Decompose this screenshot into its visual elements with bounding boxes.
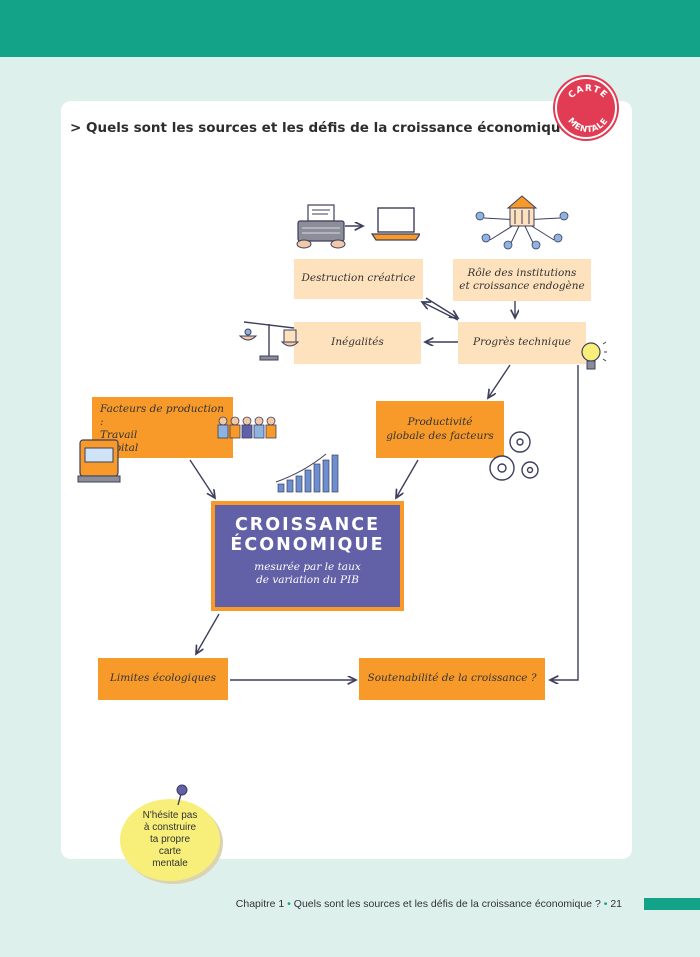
top-banner: [0, 0, 700, 57]
page-title: > Quels sont les sources et les défis de…: [70, 120, 583, 136]
box-progres-technique: Progrès technique: [458, 322, 586, 364]
institution-network-illustration: [475, 195, 569, 250]
arrow-progres-destruction: [422, 302, 459, 321]
svg-text:MENTALE: MENTALE: [565, 116, 610, 135]
sticky-note-text: N'hésite pas à construire ta propre cart…: [142, 810, 198, 869]
gears-icon: [489, 431, 539, 481]
box-croissance-economique: CROISSANCE ÉCONOMIQUE mesurée par le tau…: [211, 501, 404, 611]
sticky-note: N'hésite pas à construire ta propre cart…: [120, 799, 220, 881]
workers-group-illustration: [217, 416, 277, 439]
footer-separator-2: •: [603, 898, 608, 910]
footer-separator: •: [287, 898, 291, 910]
box-facteurs-label: Facteurs de production : Travail Capital: [100, 403, 225, 455]
box-inegalites-label: Inégalités: [331, 336, 384, 349]
center-subtitle: mesurée par le taux de variation du PIB: [254, 561, 361, 587]
page-number: 21: [610, 898, 622, 910]
box-destruction-creatrice: Destruction créatrice: [294, 259, 423, 299]
box-role-institutions: Rôle des institutions et croissance endo…: [453, 259, 591, 301]
balance-scale-illustration: [238, 321, 300, 361]
footer-chapter: Chapitre 1: [235, 898, 285, 910]
lightbulb-icon: [581, 341, 607, 370]
box-limites-ecologiques: Limites écologiques: [98, 658, 228, 700]
box-productivite: Productivité globale des facteurs: [376, 401, 504, 458]
arrow-destruction-progres: [425, 297, 458, 318]
footer-accent-bar: [644, 898, 700, 910]
content-card: [61, 101, 632, 859]
pushpin-icon: [176, 784, 188, 806]
footer-text: Chapitre 1 • Quels sont les sources et l…: [236, 898, 622, 910]
box-soutenabilite: Soutenabilité de la croissance ?: [359, 658, 545, 700]
box-progres-label: Progrès technique: [473, 336, 571, 349]
arrow-progres-productivite: [488, 364, 511, 398]
arrow-facteurs-croissance: [189, 459, 215, 498]
box-inegalites: Inégalités: [294, 322, 421, 364]
center-title: CROISSANCE ÉCONOMIQUE: [230, 515, 385, 556]
box-role-label: Rôle des institutions et croissance endo…: [459, 266, 585, 292]
carte-mentale-badge: CARTE MENTALE: [555, 77, 617, 139]
arrow-croissance-limites: [196, 613, 220, 654]
arrow-progres-soutenabilite: [550, 365, 579, 680]
badge-label-bottom: MENTALE: [565, 116, 610, 135]
box-limites-label: Limites écologiques: [109, 672, 217, 685]
svg-text:CARTE: CARTE: [567, 84, 609, 101]
typewriter-laptop-illustration: [296, 204, 420, 249]
machine-illustration: [77, 439, 121, 483]
box-destruction-label: Destruction créatrice: [301, 272, 416, 285]
badge-text-ring: CARTE MENTALE: [565, 84, 610, 135]
arrow-productivite-croissance: [396, 459, 419, 498]
growth-bars-icon: [275, 453, 339, 493]
box-soutenabilite-label: Soutenabilité de la croissance ?: [367, 672, 537, 685]
box-productivite-label: Productivité globale des facteurs: [386, 416, 494, 442]
badge-label-top: CARTE: [567, 84, 608, 101]
footer-title: Quels sont les sources et les défis de l…: [293, 898, 601, 910]
